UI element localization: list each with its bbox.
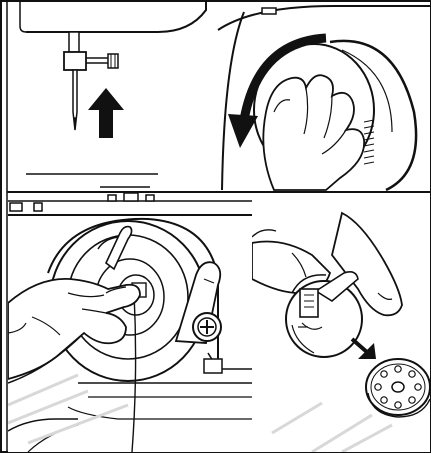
clamp-screw-icon bbox=[108, 54, 118, 68]
machine-head-outline bbox=[26, 2, 206, 32]
bobbin-icon bbox=[366, 359, 430, 417]
watermark-lines bbox=[272, 403, 392, 452]
screw-icon bbox=[193, 313, 221, 341]
watermark-lines bbox=[8, 375, 128, 443]
needle-bar bbox=[69, 32, 79, 52]
handwheel-turn-panel bbox=[214, 2, 430, 191]
arrow-down-right-icon bbox=[352, 339, 376, 359]
bobbin-case bbox=[286, 272, 362, 357]
machine-body-side bbox=[222, 12, 244, 190]
machine-body-top bbox=[218, 6, 430, 30]
bed-plate-edge bbox=[8, 193, 264, 215]
bobbin-case-spring bbox=[300, 289, 318, 317]
needle-up-panel bbox=[8, 2, 213, 191]
needle-clamp bbox=[64, 52, 86, 70]
arrow-up-icon bbox=[88, 88, 124, 138]
remove-bobbin-panel bbox=[252, 193, 430, 452]
open-bobbin-case-panel bbox=[8, 193, 264, 452]
